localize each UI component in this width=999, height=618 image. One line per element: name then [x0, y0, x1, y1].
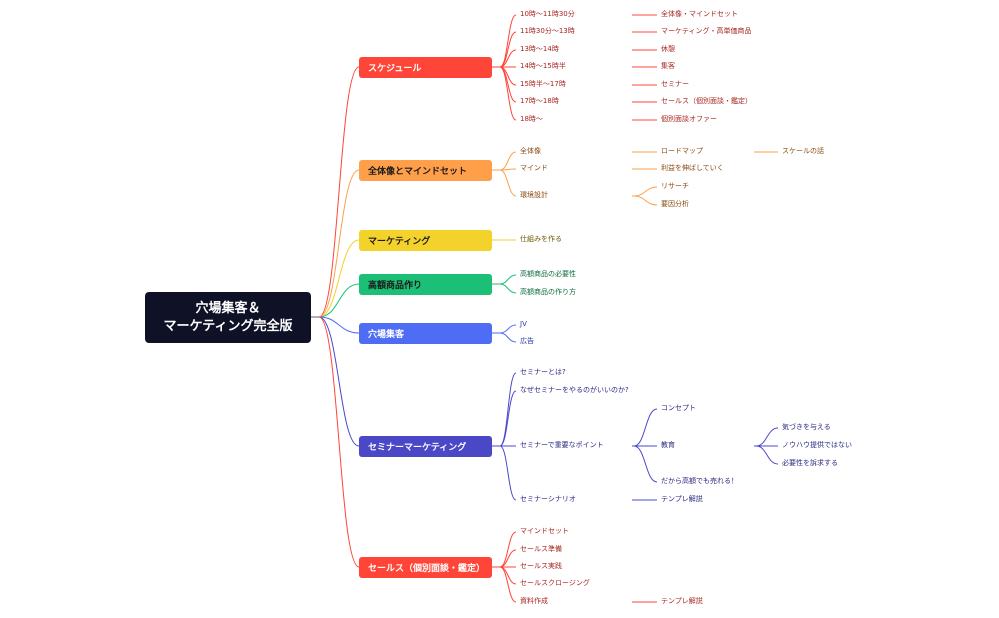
branch-seminar[interactable]: セミナーマーケティング [359, 436, 492, 457]
branch-link-mindset [318, 169, 360, 318]
branch-product-link-1 [499, 283, 517, 294]
branch-sales-node-4-node-0[interactable]: テンプレ解説 [661, 597, 703, 605]
branch-schedule-node-1[interactable]: 11時30分〜13時 [520, 27, 575, 35]
branch-seminar-link-3 [499, 445, 517, 501]
branch-seminar-node-2-node-0[interactable]: コンセプト [661, 404, 696, 412]
branch-mindset-node-0-node-0-node-0[interactable]: スケールの話 [782, 147, 824, 155]
branch-schedule[interactable]: スケジュール [359, 57, 492, 78]
branch-sales[interactable]: セールス（個別面談・鑑定） [359, 557, 492, 578]
branch-mindset-node-2-node-1[interactable]: 要因分析 [661, 200, 689, 208]
branch-schedule-node-2[interactable]: 13時〜14時 [520, 45, 559, 53]
branch-seminar-node-2-node-1[interactable]: 教育 [661, 441, 675, 449]
branch-seminar-node-2-node-1-link-0 [755, 427, 779, 447]
branch-schedule-node-3-node-0[interactable]: 集客 [661, 62, 675, 70]
branch-seminar-node-2-node-1-link-2 [755, 445, 779, 465]
branch-schedule-node-0[interactable]: 10時〜11時30分 [520, 10, 575, 18]
branch-schedule-node-5[interactable]: 17時〜18時 [520, 97, 559, 105]
branch-mindset-link-0 [499, 151, 517, 171]
branch-schedule-node-6-node-0[interactable]: 個別面談オファー [661, 115, 717, 123]
root-topic-line-2: マーケティング完全版 [163, 318, 293, 334]
branch-product-node-1[interactable]: 高額商品の作り方 [520, 288, 576, 296]
branch-mindset-node-2[interactable]: 環境設計 [520, 191, 548, 199]
branch-mindset-link-2 [499, 169, 517, 197]
branch-schedule-node-3[interactable]: 14時〜15時半 [520, 62, 566, 70]
branch-seminar-node-3-node-0[interactable]: テンプレ解説 [661, 495, 703, 503]
branch-schedule-node-1-node-0[interactable]: マーケティング・高単価商品 [661, 27, 752, 35]
root-topic[interactable]: 穴場集客＆ マーケティング完全版 [145, 292, 311, 343]
branch-schedule-node-6[interactable]: 18時〜 [520, 115, 543, 123]
branch-schedule-node-4[interactable]: 15時半〜17時 [520, 80, 566, 88]
branch-sales-node-2[interactable]: セールス実践 [520, 562, 562, 570]
branch-seminar-node-2[interactable]: セミナーで重要なポイント [520, 441, 604, 449]
branch-marketing-node-0[interactable]: 仕組みを作る [520, 235, 562, 243]
branch-seminar-node-2-node-1-node-1[interactable]: ノウハウ提供ではない [782, 441, 852, 449]
branch-mindset[interactable]: 全体像とマインドセット [359, 160, 492, 181]
branch-link-product [318, 283, 360, 318]
branch-mindset-node-1[interactable]: マインド [520, 164, 548, 172]
branch-mindset-node-0-node-0[interactable]: ロードマップ [661, 147, 703, 155]
branch-link-marketing [318, 239, 360, 318]
branch-sales-node-1[interactable]: セールス準備 [520, 545, 562, 553]
branch-schedule-link-6 [499, 66, 517, 121]
branch-sales-link-3 [499, 566, 517, 585]
branch-link-schedule [318, 66, 360, 318]
root-topic-line-1: 穴場集客＆ [195, 300, 261, 316]
branch-schedule-node-0-node-0[interactable]: 全体像・マインドセット [661, 10, 738, 18]
branch-marketing[interactable]: マーケティング [359, 230, 492, 251]
branch-sales-link-1 [499, 549, 517, 568]
branch-seminar-node-2-node-1-node-0[interactable]: 気づきを与える [782, 423, 831, 431]
branch-mindset-node-2-link-1 [633, 195, 658, 206]
branch-seminar-node-2-node-2[interactable]: だから高額でも売れる！ [661, 477, 738, 485]
branch-link-attract [318, 316, 360, 334]
branch-product-node-0[interactable]: 高額商品の必要性 [520, 270, 576, 278]
branch-seminar-link-0 [499, 372, 517, 447]
branch-attract-link-1 [499, 332, 517, 343]
branch-sales-node-4[interactable]: 資料作成 [520, 597, 548, 605]
branch-attract-link-0 [499, 324, 517, 334]
branch-attract[interactable]: 穴場集客 [359, 323, 492, 344]
branch-sales-link-0 [499, 531, 517, 568]
branch-mindset-node-0[interactable]: 全体像 [520, 147, 541, 155]
branch-schedule-node-2-node-0[interactable]: 休憩 [661, 45, 675, 53]
branch-seminar-node-3[interactable]: セミナーシナリオ [520, 495, 576, 503]
branch-link-seminar [318, 316, 360, 447]
branch-attract-node-1[interactable]: 広告 [520, 337, 534, 345]
branch-seminar-node-2-node-1-node-2[interactable]: 必要性を訴求する [782, 459, 838, 467]
branch-seminar-node-2-link-2 [633, 445, 658, 483]
branch-seminar-node-0[interactable]: セミナーとは? [520, 368, 566, 376]
branch-product-link-0 [499, 274, 517, 285]
branch-product[interactable]: 高額商品作り [359, 274, 492, 295]
branch-seminar-link-1 [499, 390, 517, 447]
branch-mindset-node-1-node-0[interactable]: 利益を伸ばしていく [661, 164, 724, 172]
branch-attract-node-0[interactable]: JV [520, 320, 527, 328]
branch-seminar-node-1[interactable]: なぜセミナーをやるのがいいのか? [520, 386, 629, 394]
branch-mindset-node-2-link-0 [633, 186, 658, 197]
branch-schedule-link-1 [499, 31, 517, 68]
branch-sales-node-0[interactable]: マインドセット [520, 527, 569, 535]
branch-seminar-node-2-link-0 [633, 408, 658, 447]
branch-link-sales [318, 316, 360, 568]
branch-schedule-node-5-node-0[interactable]: セールス（個別面談・鑑定） [661, 97, 752, 105]
branch-mindset-node-2-node-0[interactable]: リサーチ [661, 182, 689, 190]
branch-schedule-node-4-node-0[interactable]: セミナー [661, 80, 689, 88]
branch-sales-node-3[interactable]: セールスクロージング [520, 579, 590, 587]
branch-sales-link-4 [499, 566, 517, 603]
